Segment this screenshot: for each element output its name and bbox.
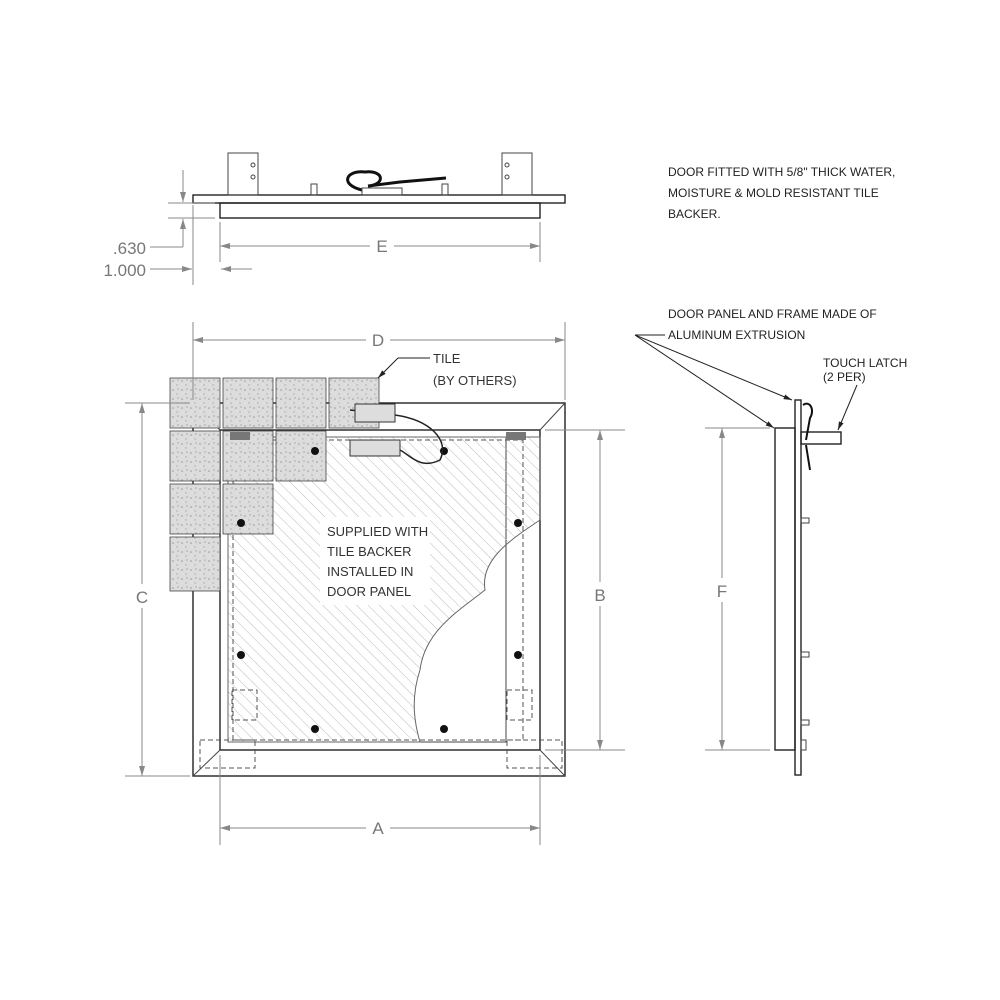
tile-note-line2: (BY OTHERS): [433, 373, 517, 388]
note-material-line2: ALUMINUM EXTRUSION: [668, 328, 805, 342]
tiles: [169, 377, 380, 592]
supplied-note-line4: DOOR PANEL: [327, 584, 411, 599]
side-view: DOOR PANEL AND FRAME MADE OF ALUMINUM EX…: [634, 307, 907, 776]
fasteners: [237, 447, 522, 733]
note-latch-line2: (2 PER): [823, 370, 866, 384]
side-panel: [774, 427, 796, 751]
supplied-note-box: [320, 517, 430, 605]
dimension-1000: 1.000: [103, 261, 146, 280]
note-material-line1: DOOR PANEL AND FRAME MADE OF: [668, 307, 877, 321]
supplied-note-line1: SUPPLIED WITH: [327, 524, 428, 539]
note-tile-backer-line3: BACKER.: [668, 207, 721, 221]
supplied-note-line3: INSTALLED IN: [327, 564, 413, 579]
touch-latch: [800, 431, 842, 445]
note-tile-backer-line2: MOISTURE & MOLD RESISTANT TILE: [668, 186, 879, 200]
hinge-bracket-left: [227, 152, 259, 196]
tile-note-line1: TILE: [433, 351, 461, 366]
dimension-a: A: [372, 819, 384, 838]
dimension-b: B: [594, 586, 605, 605]
dimension-630: .630: [113, 239, 146, 258]
safety-cable: [346, 170, 447, 192]
side-frame: [794, 399, 802, 776]
note-tile-backer-line1: DOOR FITTED WITH 5/8" THICK WATER,: [668, 165, 895, 179]
dimension-e: E: [376, 237, 387, 256]
top-flange: [192, 194, 566, 204]
front-view: SUPPLIED WITH TILE BACKER INSTALLED IN D…: [125, 322, 625, 845]
dimension-f: F: [717, 582, 727, 601]
latch-cable: [349, 409, 444, 465]
dimension-d: D: [372, 331, 384, 350]
supplied-note-line2: TILE BACKER: [327, 544, 412, 559]
dimension-c: C: [136, 588, 148, 607]
top-view: E .630 1.000: [103, 152, 566, 285]
hinges: [199, 432, 563, 769]
hinge-bracket-right: [501, 152, 533, 196]
note-latch-line1: TOUCH LATCH: [823, 356, 907, 370]
top-body: [219, 202, 541, 219]
